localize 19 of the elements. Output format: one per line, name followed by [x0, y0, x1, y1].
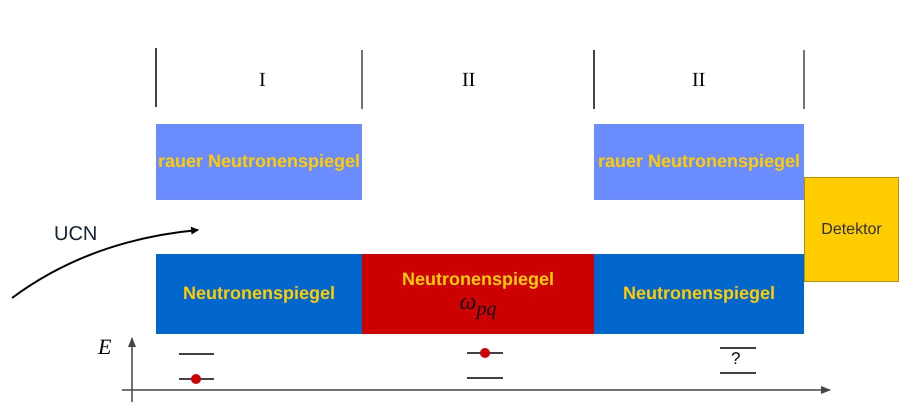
box-label: Neutronenspiegel	[402, 268, 554, 290]
box-label: rauer Neutronenspiegel	[598, 151, 800, 173]
mirror-box	[594, 124, 804, 200]
axis-label: E	[98, 336, 112, 358]
box-label: Neutronenspiegel	[182, 283, 336, 305]
box-label: Detektor	[821, 220, 882, 240]
mirror-box	[156, 124, 362, 200]
mirror-box	[594, 254, 804, 334]
section-numeral: II	[692, 70, 706, 90]
box-label: rauer Neutronenspiegel	[158, 151, 360, 173]
section-numeral: II	[462, 70, 476, 90]
frequency-symbol: ω$_{pq}$	[460, 290, 496, 320]
beam-label: UCN	[54, 224, 98, 244]
unknown-mark: ?	[731, 350, 740, 367]
mirror-box	[156, 254, 362, 334]
section-numeral: I	[259, 70, 266, 90]
mirror-box	[362, 254, 594, 334]
detector-box	[804, 177, 899, 282]
box-label: Neutronenspiegel	[622, 283, 776, 305]
